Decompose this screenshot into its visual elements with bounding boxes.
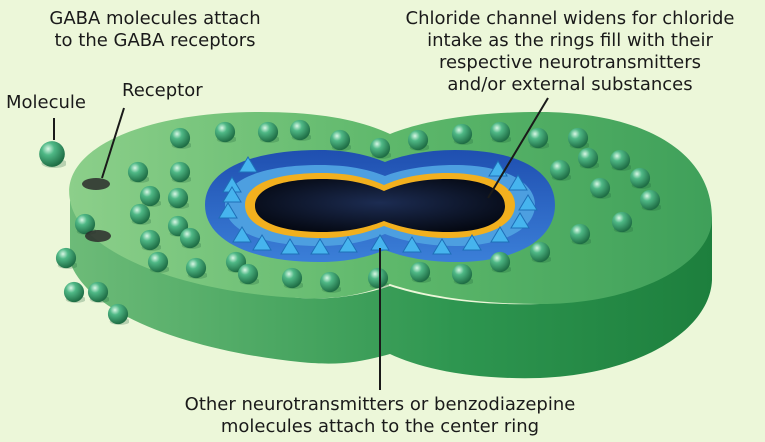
center-ring-label: Other neurotransmitters or benzodiazepin… (130, 394, 630, 438)
molecule-sphere (64, 282, 86, 303)
free-molecule (39, 141, 67, 168)
receptor-blob-1 (82, 178, 110, 190)
chloride-channel-label: Chloride channel widens for chloride int… (380, 8, 760, 96)
receptor-blob-2 (85, 230, 111, 242)
receptor-label: Receptor (122, 80, 203, 102)
molecule-label: Molecule (6, 92, 86, 114)
gaba-attach-label: GABA molecules attach to the GABA recept… (20, 8, 290, 52)
